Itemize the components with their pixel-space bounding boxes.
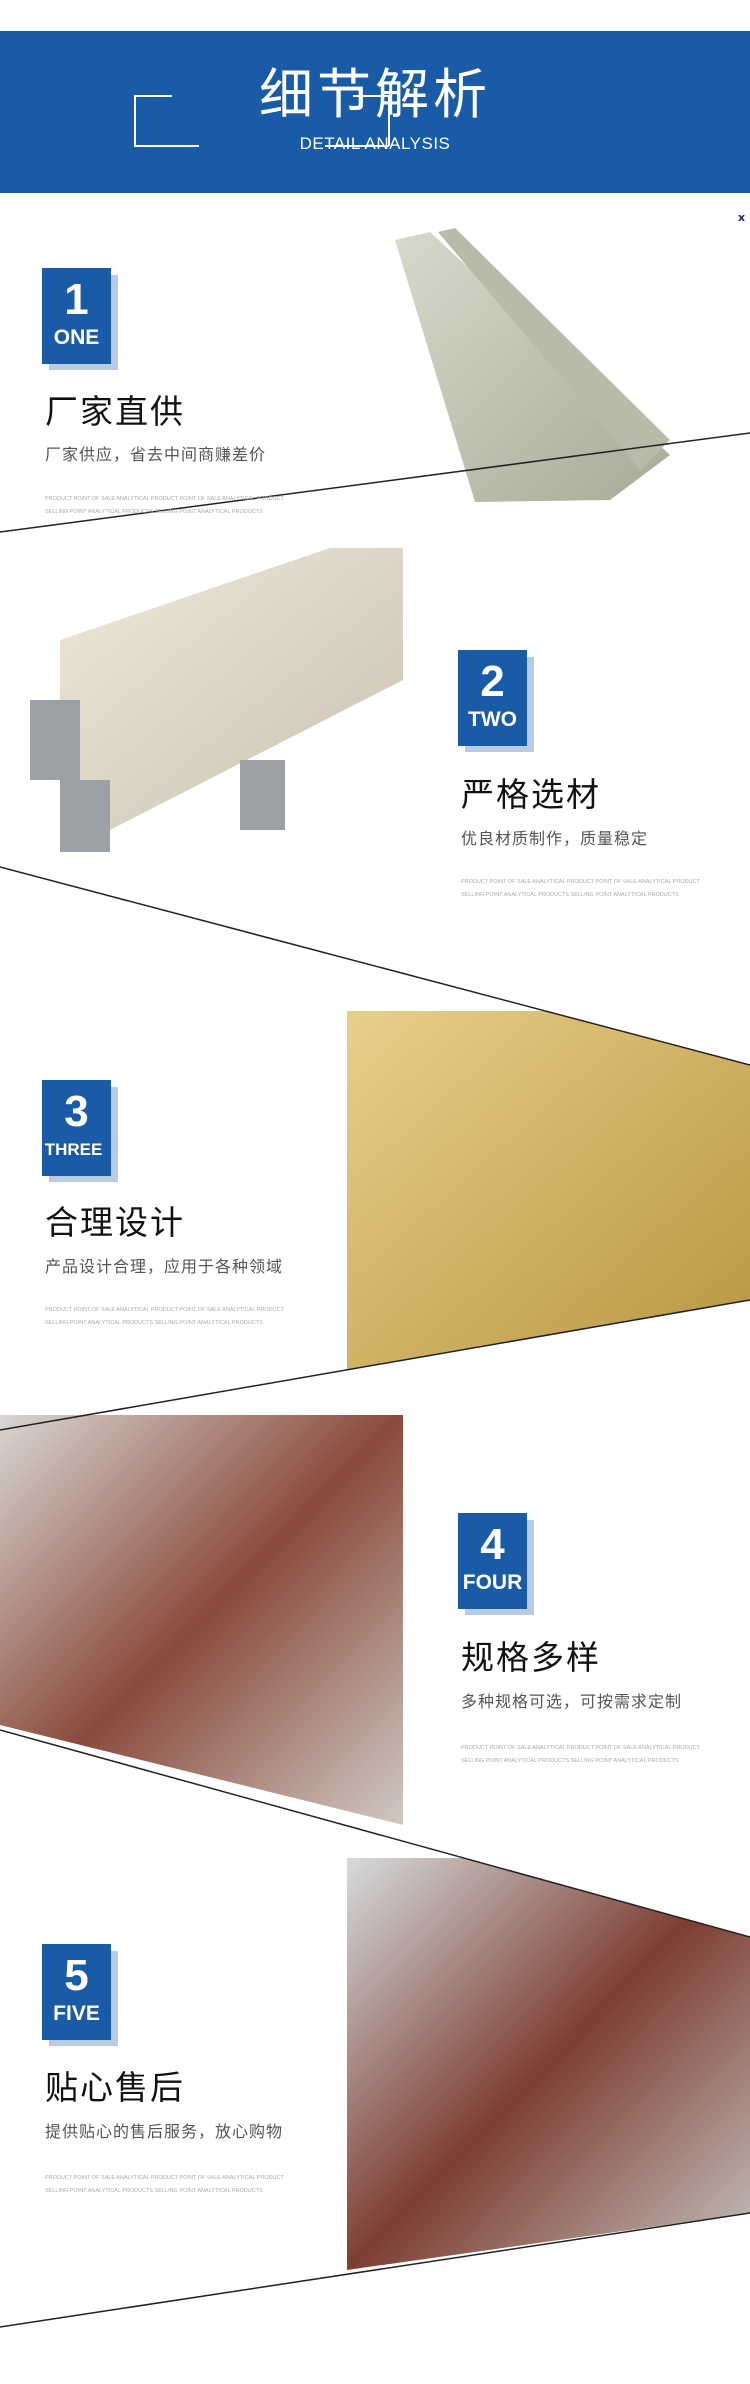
section-title: 严格选材	[461, 775, 601, 814]
divider-line	[0, 1729, 750, 1938]
page-subtitle: DETAIL ANALYSIS	[299, 134, 451, 153]
product-photo-1	[395, 228, 670, 502]
bracket-line	[388, 95, 390, 146]
section-title: 厂家直供	[45, 392, 185, 431]
product-photo-5	[347, 1858, 750, 2270]
fine-print: PRODUCT POINT OF SALE ANALYTICAL PRODUCT…	[45, 2175, 284, 2194]
bracket-line	[325, 145, 389, 147]
section-title: 贴心售后	[45, 2068, 185, 2107]
bracket-line	[353, 95, 389, 97]
section-subtitle: 优良材质制作，质量稳定	[461, 829, 649, 848]
divider-line	[0, 2212, 750, 2328]
section-subtitle: 多种规格可选，可按需求定制	[461, 1692, 683, 1711]
section-title: 规格多样	[461, 1638, 601, 1677]
bracket-line	[134, 95, 136, 146]
product-photo-3	[347, 1011, 750, 1370]
bracket-line	[134, 95, 172, 97]
section-subtitle: 产品设计合理，应用于各种领域	[45, 1257, 284, 1276]
fine-print: PRODUCT POINT OF SALE ANALYTICAL PRODUCT…	[45, 1307, 284, 1326]
corner-mark: x	[738, 211, 746, 224]
header-banner: 细节解析 DETAIL ANALYSIS	[0, 31, 750, 193]
section-subtitle: 厂家供应，省去中间商赚差价	[45, 445, 267, 464]
bracket-line	[134, 145, 199, 147]
divider-line	[0, 432, 750, 533]
fine-print: PRODUCT POINT OF SALE ANALYTICAL PRODUCT…	[461, 879, 700, 898]
divider-line	[0, 866, 750, 1066]
section-title: 合理设计	[45, 1203, 185, 1242]
product-photo-4	[0, 1415, 403, 1825]
divider-line	[0, 1299, 750, 1431]
fine-print: PRODUCT POINT OF SALE ANALYTICAL PRODUCT…	[45, 496, 284, 515]
page-title: 细节解析	[259, 63, 491, 126]
product-photo-2	[30, 548, 403, 852]
fine-print: PRODUCT POINT OF SALE ANALYTICAL PRODUCT…	[461, 1745, 700, 1764]
section-subtitle: 提供贴心的售后服务，放心购物	[45, 2122, 284, 2141]
